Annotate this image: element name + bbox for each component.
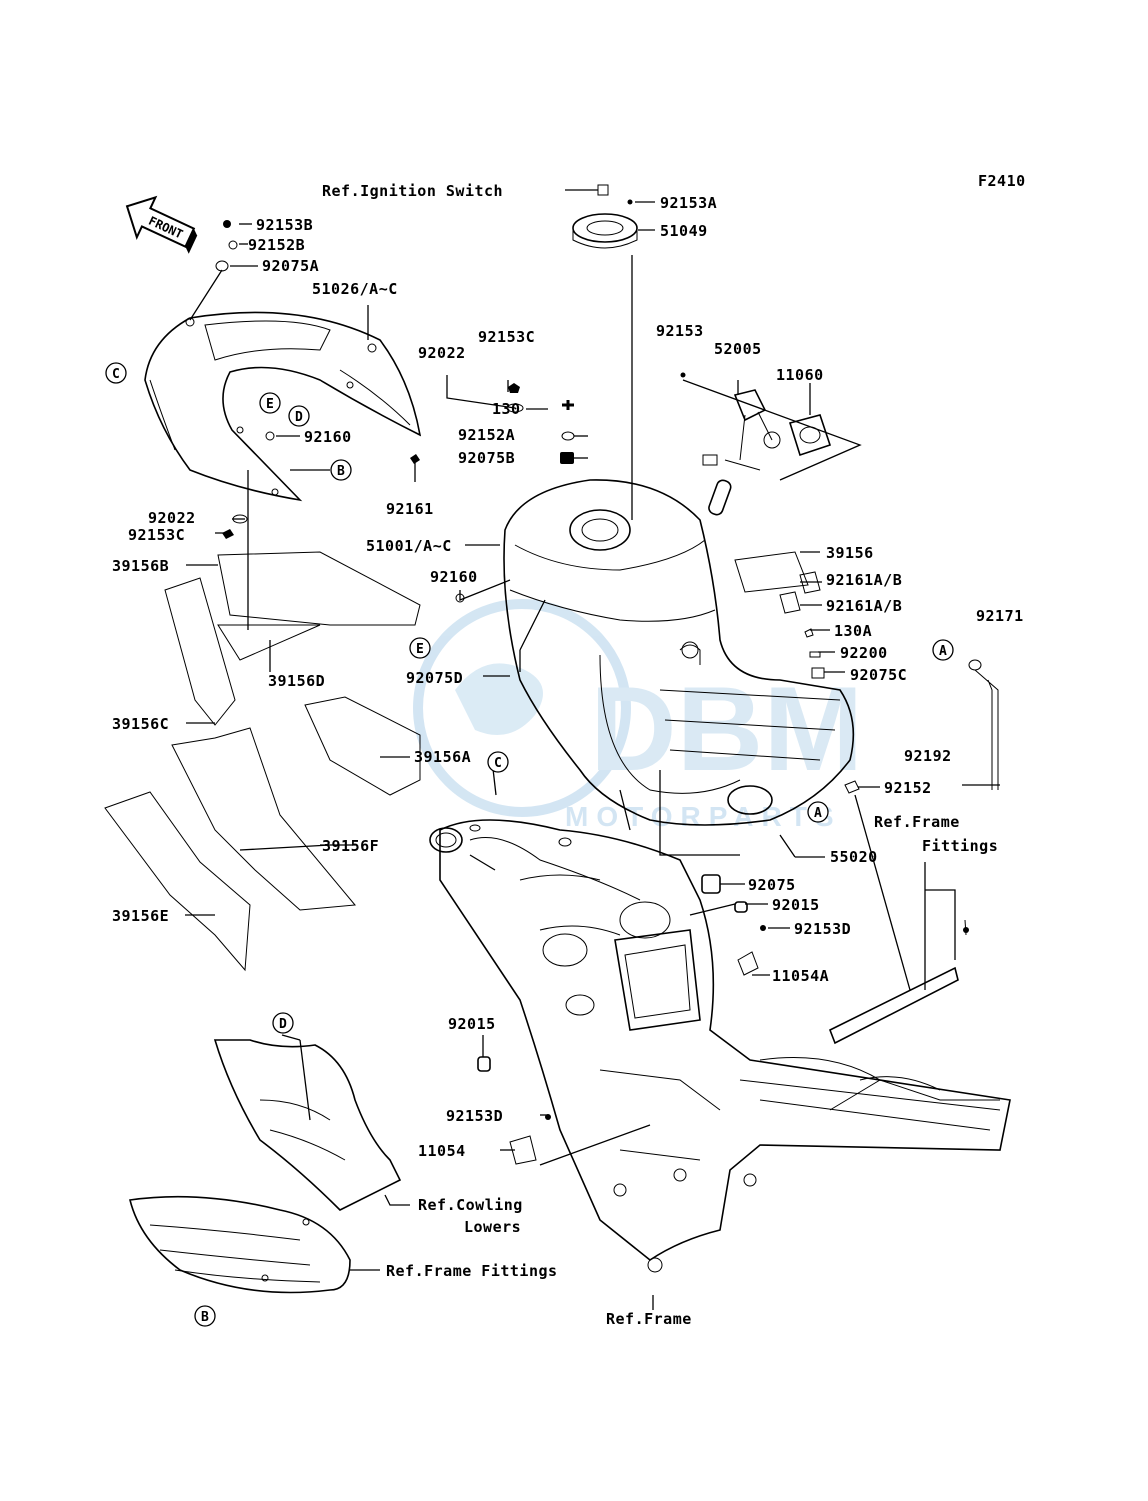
svg-text:B: B: [337, 464, 345, 479]
part-label: 92153C: [128, 526, 185, 544]
callout-circle: E: [409, 637, 431, 659]
svg-text:D: D: [279, 1017, 287, 1032]
part-label: 92160: [304, 428, 352, 446]
part-label: 92153D: [446, 1107, 503, 1125]
part-label: 51026/A~C: [312, 280, 398, 298]
part-label: 92015: [772, 896, 820, 914]
callout-circle: A: [932, 639, 954, 661]
callout-circle: B: [194, 1305, 216, 1327]
callout-circle: C: [105, 362, 127, 384]
part-label: 39156A: [414, 748, 471, 766]
part-label: 51001/A~C: [366, 537, 452, 555]
front-arrow: FRONT: [125, 195, 198, 254]
svg-text:A: A: [814, 806, 822, 821]
lower-cowl-part: [129, 1039, 402, 1294]
ref-label-ignition-switch: Ref.Ignition Switch: [322, 182, 503, 200]
part-label: 92153B: [256, 216, 313, 234]
svg-text:E: E: [266, 397, 274, 412]
part-label: 92075: [748, 876, 796, 894]
callout-circle: D: [288, 405, 310, 427]
part-label: 92153: [656, 322, 704, 340]
frame-part: [429, 819, 1011, 1273]
tube-part: [968, 659, 999, 790]
part-label: 11060: [776, 366, 824, 384]
fuel-cap-part: [572, 184, 638, 249]
part-label: 39156E: [112, 907, 169, 925]
leader-lines: [185, 189, 1000, 1310]
callout-circle: D: [272, 1012, 294, 1034]
part-label: 92152: [884, 779, 932, 797]
part-label: 39156D: [268, 672, 325, 690]
part-label: 92022: [418, 344, 466, 362]
part-label: 92152B: [248, 236, 305, 254]
part-label: 92200: [840, 644, 888, 662]
part-label: 92152A: [458, 426, 515, 444]
part-label: 92153A: [660, 194, 717, 212]
callout-circle: B: [330, 459, 352, 481]
part-label: 39156C: [112, 715, 169, 733]
hardware-frame: [477, 874, 766, 1165]
part-label: 92161A/B: [826, 597, 902, 615]
insulator-sheets: [104, 551, 421, 972]
part-label: 92075A: [262, 257, 319, 275]
part-label: 92022: [148, 509, 196, 527]
part-label: 52005: [714, 340, 762, 358]
part-label: 92075B: [458, 449, 515, 467]
part-label: 11054: [418, 1142, 466, 1160]
upper-cowl-part: [144, 311, 422, 502]
part-label: 92153D: [794, 920, 851, 938]
fuel-pump-part: [680, 372, 832, 516]
part-label: 92075C: [850, 666, 907, 684]
part-label: 130: [492, 400, 521, 418]
part-label: 92075D: [406, 669, 463, 687]
ref-label-lowers: Lowers: [464, 1218, 521, 1236]
part-label: 92161A/B: [826, 571, 902, 589]
svg-text:B: B: [201, 1310, 209, 1325]
part-label: 92160: [430, 568, 478, 586]
watermark: DBM MOTORPARTS: [413, 599, 863, 832]
part-label: 92161: [386, 500, 434, 518]
svg-text:C: C: [494, 756, 502, 771]
fuel-tank-part: [503, 479, 855, 826]
svg-text:C: C: [112, 367, 120, 382]
part-label: 55020: [830, 848, 878, 866]
ref-label-fittings: Fittings: [922, 837, 998, 855]
frame-fitting-bracket: [828, 919, 969, 1045]
part-label: 39156: [826, 544, 874, 562]
svg-text:E: E: [416, 642, 424, 657]
svg-text:A: A: [939, 644, 947, 659]
part-labels: 92153B 92152B 92075A 51026/A~C 92022 921…: [112, 194, 1024, 1160]
part-label: 11054A: [772, 967, 829, 985]
part-label: 51049: [660, 222, 708, 240]
callouts: C E D B E C A A: [105, 362, 954, 1327]
part-label: 39156B: [112, 557, 169, 575]
callout-circle: E: [259, 392, 281, 414]
figure-code: F2410: [978, 172, 1026, 190]
part-label: 92153C: [478, 328, 535, 346]
ref-label-frame: Ref.Frame: [606, 1310, 692, 1328]
ref-labels: Ref.Ignition Switch Ref.Frame Fittings R…: [322, 182, 998, 1328]
callout-circle: C: [487, 751, 509, 773]
part-label: 92171: [976, 607, 1024, 625]
ref-label-frame-fittings: Ref.Frame: [874, 813, 960, 831]
callout-circle: A: [807, 801, 829, 823]
svg-text:D: D: [295, 410, 303, 425]
pads-part: [734, 551, 860, 794]
part-label: 92015: [448, 1015, 496, 1033]
part-label: 39156F: [322, 837, 379, 855]
part-label: 130A: [834, 622, 872, 640]
watermark-text: MOTORPARTS: [565, 801, 842, 832]
ref-label-frame-fittings-lower: Ref.Frame Fittings: [386, 1262, 558, 1280]
ref-label-cowling: Ref.Cowling: [418, 1196, 523, 1214]
part-label: 92192: [904, 747, 952, 765]
